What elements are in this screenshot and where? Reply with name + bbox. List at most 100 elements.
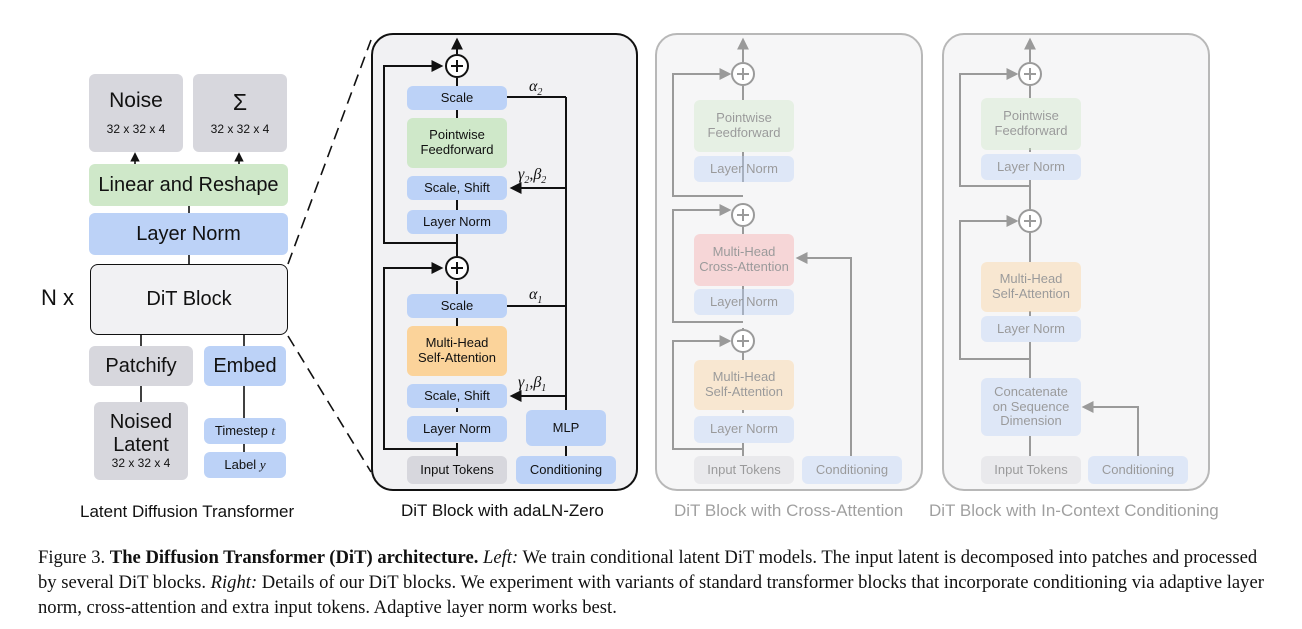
incontext-caption: DiT Block with In-Context Conditioning [929,501,1219,520]
adaln-scale-shift-top: Scale, Shift [407,176,507,200]
gamma1-beta1-label: γ1,β1 [518,374,547,395]
left-text: We train conditional latent DiT models. … [38,547,1258,593]
embed-label: Embed [213,354,277,377]
left-layer-norm-label: Layer Norm [136,222,241,245]
incontext-input-tokens: Input Tokens [981,456,1081,484]
timestep-var: t [271,422,276,438]
cross-input-tokens: Input Tokens [694,456,794,484]
adaln-mhsa-line1: Multi-Head [425,335,489,351]
patchify-label: Patchify [105,354,177,377]
incontext-ff-line1: Pointwise [1003,108,1059,124]
adaln-pointwise-ff: Pointwise Feedforward [407,118,507,168]
adaln-conditioning: Conditioning [516,456,616,484]
cross-ff-line2: Feedforward [707,125,781,140]
figure-caption: Figure 3. The Diffusion Transformer (DiT… [38,545,1278,620]
incontext-concat-line1: Concatenate [994,383,1068,399]
incontext-input-tokens-label: Input Tokens [994,461,1068,477]
incontext-conditioning: Conditioning [1088,456,1188,484]
dit-block-box: DiT Block [90,264,288,335]
adaln-scale-bottom: Scale [407,294,507,318]
cross-mhsa: Multi-Head Self-Attention [694,360,794,410]
left-caption: Latent Diffusion Transformer [80,502,295,521]
noised-latent-box: Noised Latent 32 x 32 x 4 [94,402,188,480]
cross-mhca-line1: Multi-Head [712,244,776,260]
gamma2-beta2-label: γ2,β2 [518,166,547,187]
sigma-label: Σ [232,88,248,115]
incontext-mhsa-line1: Multi-Head [999,271,1063,287]
adaln-mhsa-line2: Self-Attention [417,350,497,365]
adaln-scale-top-label: Scale [440,89,474,105]
adaln-input-tokens-label: Input Tokens [420,461,494,477]
right-text: Details of our DiT blocks. We experiment… [38,572,1264,618]
adaln-ff-line2: Feedforward [420,142,494,157]
left-layer-norm-box: Layer Norm [89,213,288,255]
incontext-layer-norm-1: Layer Norm [981,154,1081,180]
cross-layer-norm-1: Layer Norm [694,156,794,182]
incontext-pointwise-ff: Pointwise Feedforward [981,98,1081,150]
adaln-scale-shift-bottom: Scale, Shift [407,384,507,408]
noised-label: Noised [109,411,173,434]
adaln-scale-shift-top-label: Scale, Shift [424,179,490,195]
incontext-ln1-label: Layer Norm [997,158,1065,174]
linear-reshape-label: Linear and Reshape [98,173,279,196]
adaln-input-tokens: Input Tokens [407,456,507,484]
embed-box: Embed [204,346,286,386]
adaln-scale-top: Scale [407,86,507,110]
timestep-box: Timestep t [204,418,286,444]
noised-latent-dims: 32 x 32 x 4 [111,456,171,471]
dit-block-label: DiT Block [146,288,232,310]
cross-layer-norm-3: Layer Norm [694,416,794,443]
cross-caption: DiT Block with Cross-Attention [674,501,904,520]
cross-ln2-label: Layer Norm [710,293,778,309]
adaln-mlp-label: MLP [552,419,580,435]
incontext-conditioning-label: Conditioning [1101,461,1175,477]
cross-layer-norm-2: Layer Norm [694,289,794,315]
adaln-conditioning-label: Conditioning [529,461,603,477]
n-times-label: N x [41,285,74,310]
left-label: Left: [483,547,519,568]
incontext-mhsa: Multi-Head Self-Attention [981,262,1081,312]
right-label: Right: [210,572,258,593]
incontext-ln2-label: Layer Norm [997,320,1065,336]
noise-dims: 32 x 32 x 4 [106,122,166,137]
cross-conditioning: Conditioning [802,456,902,484]
cross-attention-panel [655,33,923,491]
cross-ln1-label: Layer Norm [710,160,778,176]
adaln-layer-norm-bottom-label: Layer Norm [423,420,491,436]
label-box: Label y [204,452,286,478]
in-context-panel [942,33,1210,491]
cross-conditioning-label: Conditioning [815,461,889,477]
adaln-layer-norm-bottom: Layer Norm [407,416,507,442]
adaln-caption: DiT Block with adaLN-Zero [401,501,604,520]
label-label: Label [224,456,257,472]
patchify-box: Patchify [89,346,193,386]
adaln-mhsa: Multi-Head Self-Attention [407,326,507,376]
cross-pointwise-ff: Pointwise Feedforward [694,100,794,152]
cross-input-tokens-label: Input Tokens [707,461,781,477]
incontext-mhsa-line2: Self-Attention [991,286,1071,301]
incontext-layer-norm-2: Layer Norm [981,316,1081,342]
latent-label: Latent [113,434,169,457]
cross-ff-line1: Pointwise [716,110,772,126]
cross-ln3-label: Layer Norm [710,421,778,437]
incontext-concat-line2: on Sequence [992,398,1070,414]
adaln-scale-bottom-label: Scale [440,297,474,313]
cross-mhca-line2: Cross-Attention [699,259,789,274]
alpha1-label: α1 [529,286,543,307]
sigma-dims: 32 x 32 x 4 [210,122,270,137]
adaln-layer-norm-top-label: Layer Norm [423,213,491,229]
linear-reshape-box: Linear and Reshape [89,164,288,206]
timestep-label: Timestep [214,422,268,438]
incontext-concatenate: Concatenate on Sequence Dimension [981,378,1081,436]
noise-label: Noise [109,89,163,113]
adaln-ff-line1: Pointwise [429,127,485,143]
cross-mhsa-line2: Self-Attention [704,384,784,399]
incontext-ff-line2: Feedforward [994,123,1068,138]
adaln-scale-shift-bottom-label: Scale, Shift [424,387,490,403]
noise-box: Noise 32 x 32 x 4 [89,74,183,152]
cross-mhsa-line1: Multi-Head [712,369,776,385]
incontext-concat-line3: Dimension [1000,413,1062,429]
sigma-box: Σ 32 x 32 x 4 [193,74,287,152]
label-var: y [259,456,266,472]
